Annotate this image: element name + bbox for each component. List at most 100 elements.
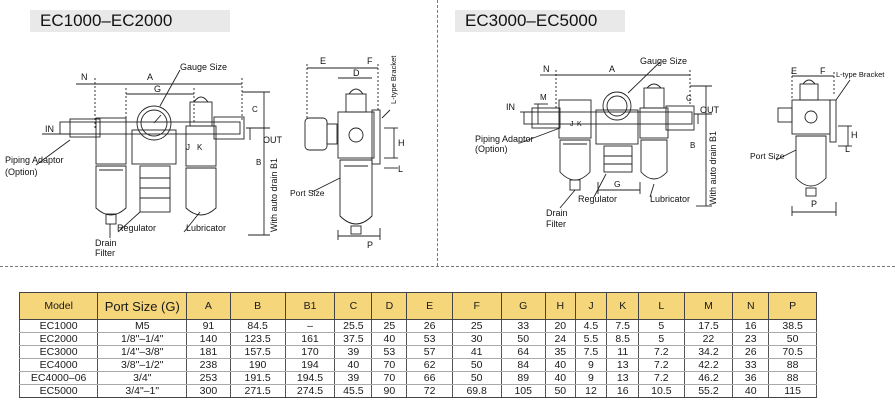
table-cell: 170 (284, 345, 336, 359)
table-cell: 1/8"–1/4" (97, 332, 188, 346)
table-cell: 90 (371, 384, 408, 398)
table-cell: 70 (371, 371, 408, 385)
table-cell: 194.5 (284, 371, 336, 385)
table-cell: 115 (768, 384, 817, 398)
r-dim-m-label: M (540, 93, 547, 102)
table-cell: 34.2 (683, 345, 734, 359)
table-cell: 238 (186, 358, 231, 372)
table-cell: 3/4" (97, 371, 188, 385)
table-cell: 191.5 (229, 371, 286, 385)
column-header: Port Size (G) (97, 292, 188, 320)
table-cell: 10.5 (638, 384, 685, 398)
table-cell: EC5000 (18, 384, 99, 398)
dim-k-label: K (197, 143, 203, 152)
table-cell: 25 (371, 319, 408, 333)
table-cell: 30 (451, 332, 502, 346)
table-cell: 50 (500, 332, 546, 346)
table-cell: 3/4"–1" (97, 384, 188, 398)
r-side-dim-f-label: F (820, 66, 826, 76)
table-cell: 105 (500, 384, 546, 398)
title-ec1000-ec2000: EC1000–EC2000 (30, 10, 230, 32)
table-cell: 45.5 (334, 384, 373, 398)
r-side-dim-e-label: E (791, 66, 797, 76)
table-cell: 253 (186, 371, 231, 385)
table-cell: M5 (97, 319, 188, 333)
gauge-size-label: Gauge Size (180, 62, 227, 72)
r-piping-adaptor-label: Piping Adaptor (475, 134, 534, 144)
table-cell: 69.8 (451, 384, 502, 398)
table-cell: 70.5 (768, 345, 817, 359)
r-dim-j-label: J (570, 121, 574, 128)
r-gauge-size-label: Gauge Size (640, 56, 687, 66)
table-cell: – (284, 319, 336, 333)
side-dim-h-label: H (398, 138, 405, 148)
table-cell: 40 (544, 371, 576, 385)
r-dim-k-label: K (577, 121, 582, 128)
r-auto-drain-label: With auto drain B1 (708, 131, 718, 205)
table-cell: 50 (768, 332, 817, 346)
r-filter-label: Filter (546, 219, 566, 229)
table-cell: 36 (732, 371, 770, 385)
side-dim-f-label: F (367, 56, 373, 66)
table-cell: 3/8"–1/2" (97, 358, 188, 372)
table-cell: EC4000–06 (18, 371, 99, 385)
vertical-divider (437, 0, 438, 266)
table-cell: 88 (768, 358, 817, 372)
table-cell: 66 (406, 371, 453, 385)
horizontal-divider (0, 266, 895, 267)
side-dim-p-label: P (367, 240, 373, 250)
column-header: C (334, 292, 373, 320)
column-header: Model (18, 292, 99, 320)
r-regulator-label: Regulator (578, 194, 617, 204)
table-cell: 88 (768, 371, 817, 385)
table-cell: 190 (229, 358, 286, 372)
table-cell: 40 (732, 384, 770, 398)
column-header: L (638, 292, 685, 320)
dim-a-label: A (147, 72, 153, 82)
side-view-large (775, 72, 852, 216)
table-cell: 39 (334, 345, 373, 359)
column-header: M (683, 292, 734, 320)
table-cell: 300 (186, 384, 231, 398)
table-cell: 25 (451, 319, 502, 333)
table-cell: 35 (544, 345, 576, 359)
piping-adaptor-label: Piping Adaptor (5, 155, 64, 165)
dim-b-label: B (256, 158, 261, 167)
table-cell: 25.5 (334, 319, 373, 333)
table-cell: 84.5 (229, 319, 286, 333)
table-cell: 12 (574, 384, 608, 398)
table-cell: 5.5 (574, 332, 608, 346)
table-cell: EC3000 (18, 345, 99, 359)
table-cell: 7.2 (638, 345, 685, 359)
table-cell: 38.5 (768, 319, 817, 333)
table-cell: 26 (406, 319, 453, 333)
table-cell: 24 (544, 332, 576, 346)
table-cell: 274.5 (284, 384, 336, 398)
table-cell: 50 (451, 358, 502, 372)
table-cell: 39 (334, 371, 373, 385)
r-lubricator-label: Lubricator (650, 194, 690, 204)
auto-drain-label: With auto drain B1 (269, 158, 279, 232)
table-cell: 91 (186, 319, 231, 333)
option-label: (Option) (5, 167, 38, 177)
regulator-label: Regulator (117, 223, 156, 233)
table-cell: 53 (406, 332, 453, 346)
table-cell: 5 (638, 319, 685, 333)
table-cell: 41 (451, 345, 502, 359)
table-cell: 123.5 (229, 332, 286, 346)
table-cell: 33 (732, 358, 770, 372)
column-header: H (544, 292, 576, 320)
table-cell: 7.2 (638, 358, 685, 372)
table-cell: 13 (606, 371, 640, 385)
side-dim-d-label: D (353, 68, 360, 78)
table-cell: 17.5 (683, 319, 734, 333)
r-side-dim-l-label: L (845, 144, 850, 154)
table-cell: 33 (500, 319, 546, 333)
table-cell: EC1000 (18, 319, 99, 333)
table-cell: 23 (732, 332, 770, 346)
table-cell: 72 (406, 384, 453, 398)
table-cell: 5 (638, 332, 685, 346)
